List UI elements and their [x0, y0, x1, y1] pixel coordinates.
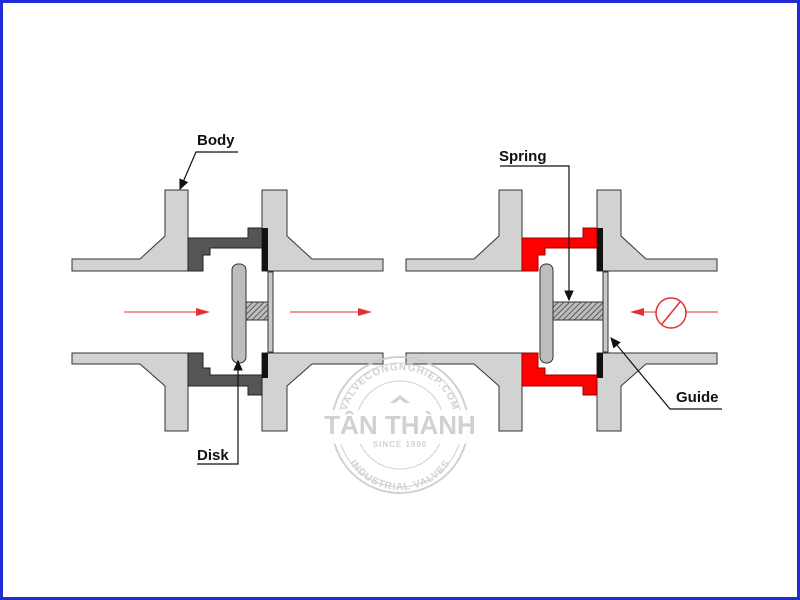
label-disk: Disk — [197, 447, 229, 464]
watermark-brand: TÂN THÀNH — [324, 410, 476, 440]
label-guide: Guide — [676, 389, 719, 406]
guide-bar — [602, 271, 609, 353]
label-body: Body — [197, 132, 235, 149]
disk — [539, 263, 554, 364]
right-flange-bottom — [596, 352, 718, 432]
arrow-right-icon — [290, 308, 372, 316]
guide-leader — [610, 337, 722, 410]
right-flange-top — [596, 189, 718, 272]
seat-top — [262, 228, 268, 271]
valve-body-bottom — [187, 352, 263, 396]
arrow-right-icon — [124, 308, 210, 316]
spring-leader — [500, 165, 574, 302]
disk — [231, 263, 247, 364]
left-flange-top — [71, 189, 189, 272]
watermark-top-ring: VALVECONGNGHIEP.COM — [339, 362, 461, 412]
seat-top — [597, 228, 603, 271]
valve-body-top — [187, 227, 263, 272]
body-leader — [179, 151, 238, 191]
guide-bar — [267, 271, 274, 353]
spring — [245, 301, 269, 321]
disk-leader — [197, 359, 243, 465]
no-entry-icon — [655, 297, 687, 329]
left-flange-top — [405, 189, 523, 272]
seat-bottom — [597, 353, 603, 378]
right-valve — [405, 189, 718, 432]
spring — [552, 301, 604, 321]
right-flange-top — [261, 189, 384, 272]
label-spring: Spring — [499, 148, 547, 165]
left-flange-bottom — [71, 352, 189, 432]
watermark-bottom-ring: INDUSTRIAL VALVES — [347, 458, 452, 493]
valve-body-top-highlight — [521, 227, 598, 272]
leader-lines — [179, 151, 722, 465]
logo-mark-icon — [390, 395, 410, 403]
seat-bottom — [262, 353, 268, 378]
valve-body-bottom-highlight — [521, 352, 598, 396]
right-flange-bottom — [261, 352, 384, 432]
watermark-logo: VALVECONGNGHIEP.COM INDUSTRIAL VALVES TÂ… — [318, 356, 482, 494]
watermark-since: SINCE 1990 — [373, 440, 427, 449]
left-valve — [71, 189, 384, 432]
